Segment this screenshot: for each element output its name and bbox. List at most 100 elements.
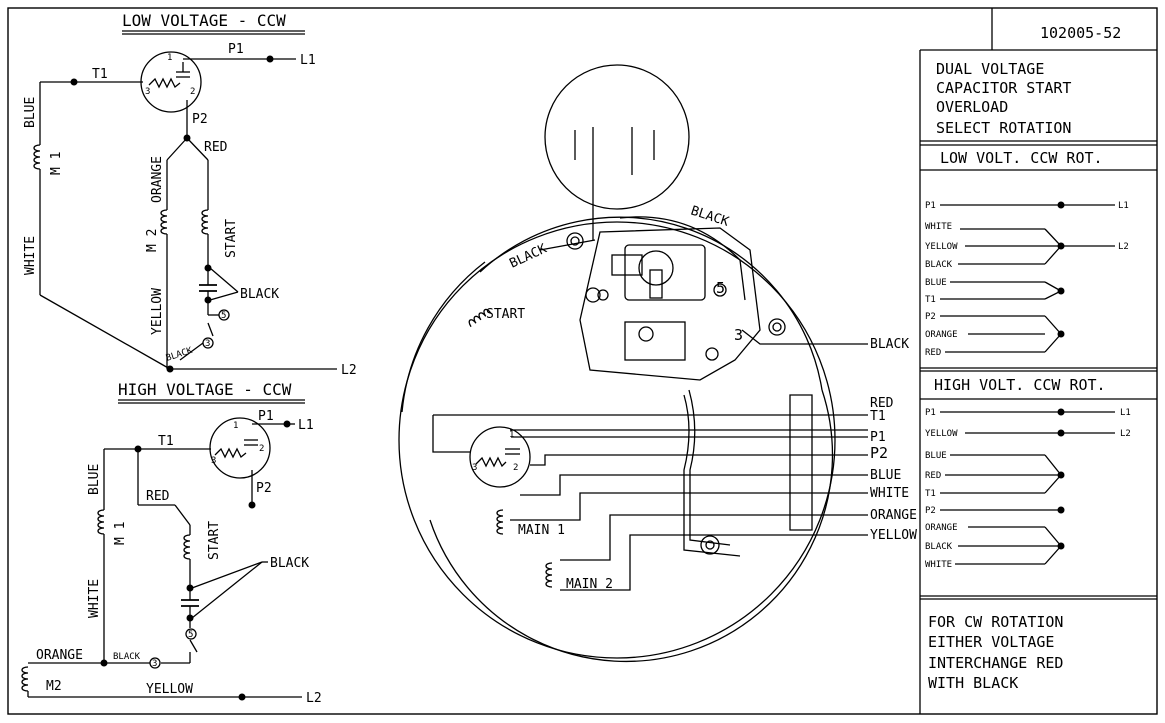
high-volt-table-title: HIGH VOLT. CCW ROT. [934,376,1106,394]
low-voltage-title: LOW VOLTAGE - CCW [122,11,286,30]
svg-text:FOR CW ROTATION: FOR CW ROTATION [928,613,1063,631]
svg-text:BLACK: BLACK [240,287,279,302]
svg-text:YELLOW: YELLOW [146,682,193,697]
motor-terminal-board: 5 3 BLACK BLACK START 1 2 3 [398,64,917,663]
svg-text:CAPACITOR START: CAPACITOR START [936,79,1071,97]
svg-text:BLACK: BLACK [113,652,141,662]
svg-text:P2: P2 [256,481,272,496]
svg-text:P2: P2 [870,444,888,462]
svg-text:P1: P1 [258,409,274,424]
svg-text:P2: P2 [925,506,936,516]
high-volt-table: P1 L1 YELLOW L2 BLUE RED T1 P2 ORANGE BL… [925,408,1131,570]
rotation-note: FOR CW ROTATION EITHER VOLTAGE INTERCHAN… [928,613,1063,692]
svg-text:BLUE: BLUE [925,451,947,461]
svg-text:ORANGE: ORANGE [36,648,83,663]
svg-text:WHITE: WHITE [925,560,952,570]
svg-text:DUAL VOLTAGE: DUAL VOLTAGE [936,60,1044,78]
svg-text:OVERLOAD: OVERLOAD [936,98,1008,116]
svg-text:YELLOW: YELLOW [870,528,917,543]
svg-text:START: START [224,219,239,258]
svg-text:YELLOW: YELLOW [925,242,958,252]
svg-text:T1: T1 [925,295,936,305]
svg-text:M 2: M 2 [145,229,160,252]
capacitor-circle [544,64,690,210]
document-number: 102005-52 [1040,24,1121,42]
svg-text:L1: L1 [1120,408,1131,418]
title-block: 102005-52 DUAL VOLTAGE CAPACITOR START O… [919,8,1157,714]
svg-text:BLACK: BLACK [925,542,953,552]
svg-text:BLUE: BLUE [87,464,102,495]
svg-text:RED: RED [204,140,228,155]
svg-text:T1: T1 [870,409,886,424]
svg-text:P1: P1 [228,42,244,57]
low-voltage-diagram: LOW VOLTAGE - CCW 1 3 2 P1 L1 T1 BLUE M … [23,11,357,378]
svg-text:T1: T1 [158,434,174,449]
svg-text:3: 3 [211,456,216,466]
svg-text:WHITE: WHITE [925,222,952,232]
svg-text:M 1: M 1 [113,522,128,545]
svg-text:5: 5 [188,630,193,640]
svg-text:BLUE: BLUE [925,278,947,288]
svg-text:P1: P1 [870,430,886,445]
svg-text:BLACK: BLACK [165,346,194,364]
svg-text:L1: L1 [300,53,316,68]
low-volt-table-title: LOW VOLT. CCW ROT. [940,149,1103,167]
high-voltage-title: HIGH VOLTAGE - CCW [118,380,292,399]
svg-text:YELLOW: YELLOW [925,429,958,439]
svg-text:2: 2 [513,463,518,473]
svg-text:START: START [486,307,525,322]
svg-text:1: 1 [509,430,514,440]
svg-text:T1: T1 [92,67,108,82]
svg-text:M2: M2 [46,679,62,694]
svg-text:BLUE: BLUE [870,468,901,483]
svg-text:RED: RED [925,471,941,481]
svg-text:BLACK: BLACK [689,204,731,230]
svg-text:WHITE: WHITE [870,486,909,501]
svg-text:5: 5 [716,279,725,297]
svg-text:WHITE: WHITE [87,579,102,618]
svg-text:BLACK: BLACK [870,337,909,352]
svg-text:P2: P2 [192,112,208,127]
svg-text:P2: P2 [925,312,936,322]
high-voltage-diagram: HIGH VOLTAGE - CCW 1 3 2 P1 L1 P2 T1 BLU… [21,380,322,706]
svg-text:WITH BLACK: WITH BLACK [928,674,1018,692]
svg-text:3: 3 [734,326,743,344]
page-border [7,7,1158,715]
low-volt-table: P1 L1 WHITE YELLOW L2 BLACK BLUE T1 P2 O… [925,201,1129,358]
svg-text:5: 5 [221,311,226,321]
svg-text:SELECT ROTATION: SELECT ROTATION [936,119,1071,137]
svg-text:BLACK: BLACK [270,556,309,571]
svg-text:2: 2 [190,87,195,97]
svg-text:3: 3 [205,339,210,349]
svg-text:START: START [207,521,222,560]
svg-text:1: 1 [233,421,238,431]
svg-text:P1: P1 [925,201,936,211]
svg-text:ORANGE: ORANGE [870,508,917,523]
svg-text:WHITE: WHITE [23,236,38,275]
svg-text:ORANGE: ORANGE [925,330,958,340]
svg-text:MAIN 2: MAIN 2 [566,577,613,592]
svg-text:RED: RED [925,348,941,358]
svg-text:MAIN 1: MAIN 1 [518,523,565,538]
svg-text:ORANGE: ORANGE [925,523,958,533]
svg-text:INTERCHANGE RED: INTERCHANGE RED [928,654,1063,672]
svg-text:RED: RED [870,396,894,411]
svg-text:3: 3 [145,87,150,97]
svg-text:YELLOW: YELLOW [150,288,165,335]
svg-text:L1: L1 [1118,201,1129,211]
svg-text:1: 1 [167,53,172,63]
svg-text:BLUE: BLUE [23,97,38,128]
motor-housing-outer [398,221,836,659]
svg-text:3: 3 [152,659,157,669]
svg-text:P1: P1 [925,408,936,418]
svg-text:L1: L1 [298,418,314,433]
svg-text:L2: L2 [1120,429,1131,439]
svg-text:EITHER VOLTAGE: EITHER VOLTAGE [928,633,1054,651]
svg-text:L2: L2 [341,363,357,378]
svg-text:T1: T1 [925,489,936,499]
svg-text:L2: L2 [1118,242,1129,252]
svg-text:ORANGE: ORANGE [150,156,165,203]
svg-text:BLACK: BLACK [925,260,953,270]
svg-text:2: 2 [259,444,264,454]
